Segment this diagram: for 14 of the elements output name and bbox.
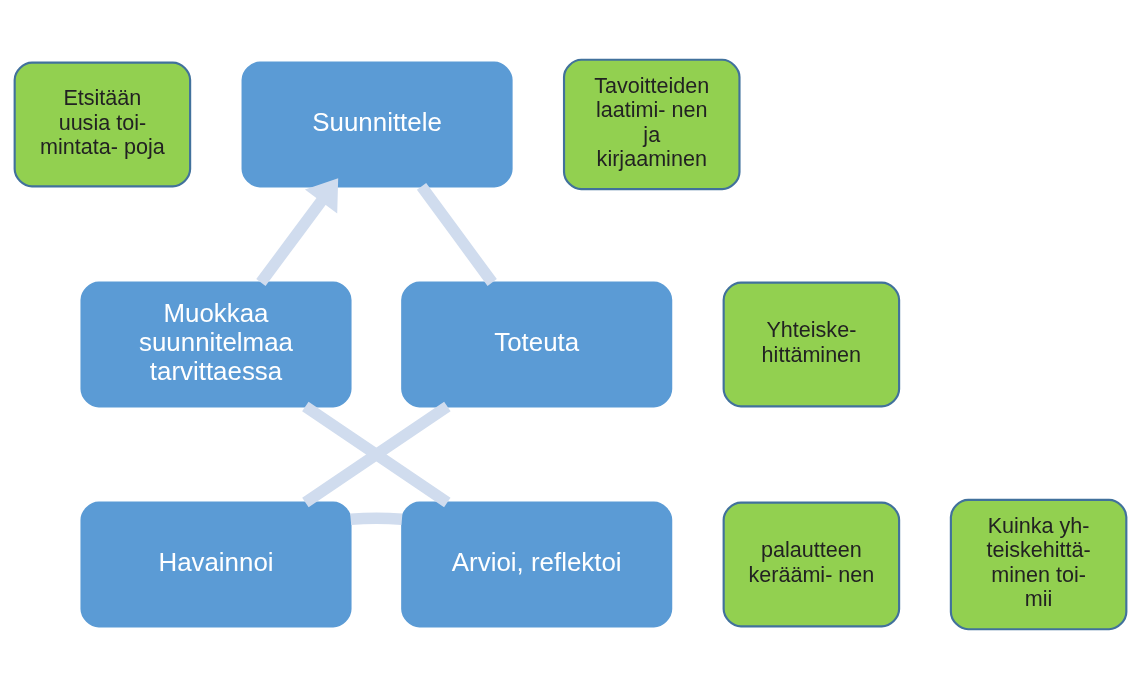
node-box: Toteuta: [401, 281, 673, 408]
connector: [350, 512, 403, 526]
node-box: Tavoitteiden laatimi- nen ja kirjaaminen: [562, 58, 741, 191]
node-box: Kuinka yh- teiskehittä- minen toi- mii: [949, 498, 1128, 631]
connector: [302, 401, 451, 508]
node-box: Arvioi, reflektoi: [401, 501, 673, 628]
node-box: Havainnoi: [80, 501, 352, 628]
node-box: Suunnittele: [241, 61, 513, 188]
node-box: Etsitään uusia toi- mintata- poja: [13, 61, 192, 188]
arrow: [256, 178, 339, 286]
connector: [416, 183, 497, 286]
node-box: palautteen keräämi- nen: [722, 501, 901, 628]
node-box: Muokkaa suunnitelmaa tarvittaessa: [80, 281, 352, 408]
node-box: Yhteiske- hittäminen: [722, 281, 901, 408]
